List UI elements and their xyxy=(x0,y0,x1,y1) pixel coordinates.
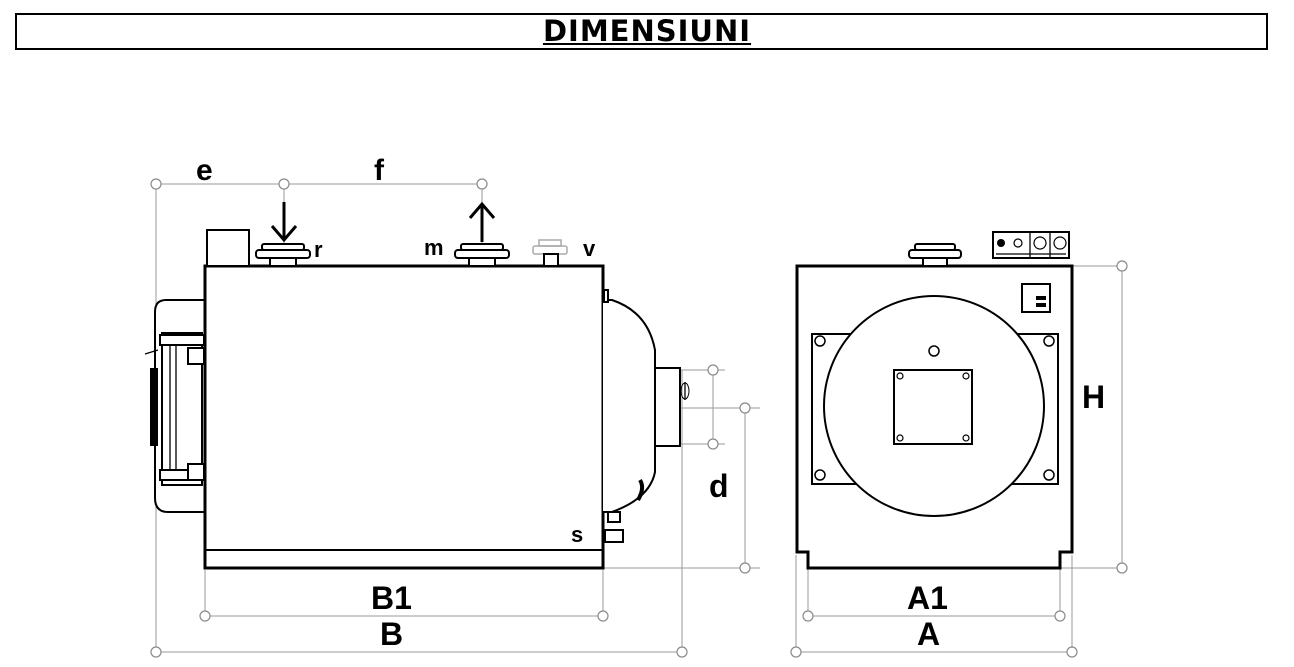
label-m: m xyxy=(424,235,444,260)
flow-connection xyxy=(454,243,510,267)
front-view: H A1 A xyxy=(790,231,1128,658)
front-dimension-nodes xyxy=(790,260,1128,658)
side-dimension-nodes xyxy=(150,178,751,658)
return-connection xyxy=(255,243,311,267)
label-e: e xyxy=(196,154,213,187)
boiler-body-side xyxy=(203,264,605,570)
control-panel xyxy=(992,231,1070,259)
vent-connection xyxy=(532,239,568,267)
switch-box xyxy=(1021,283,1051,313)
label-A: A xyxy=(917,616,940,652)
arrow-up-icon xyxy=(468,201,496,242)
control-box-top xyxy=(206,229,250,267)
label-v: v xyxy=(583,236,596,261)
label-s: s xyxy=(571,522,583,547)
arrow-down-icon xyxy=(270,202,298,243)
label-B: B xyxy=(380,616,403,652)
title-frame xyxy=(15,13,1268,50)
label-r: r xyxy=(314,237,323,262)
burner-door xyxy=(144,299,206,513)
smoke-chamber xyxy=(603,289,690,543)
side-view: e f r m v s d B1 B xyxy=(144,154,760,658)
page-title: DIMENSIUNI xyxy=(542,14,752,48)
burner-mount xyxy=(893,369,973,445)
label-d: d xyxy=(709,468,729,504)
label-f: f xyxy=(374,154,385,187)
label-A1: A1 xyxy=(907,580,948,616)
label-H: H xyxy=(1082,379,1105,415)
front-top-connection xyxy=(908,243,962,267)
front-dimension-lines xyxy=(795,265,1124,653)
label-B1: B1 xyxy=(371,580,412,616)
